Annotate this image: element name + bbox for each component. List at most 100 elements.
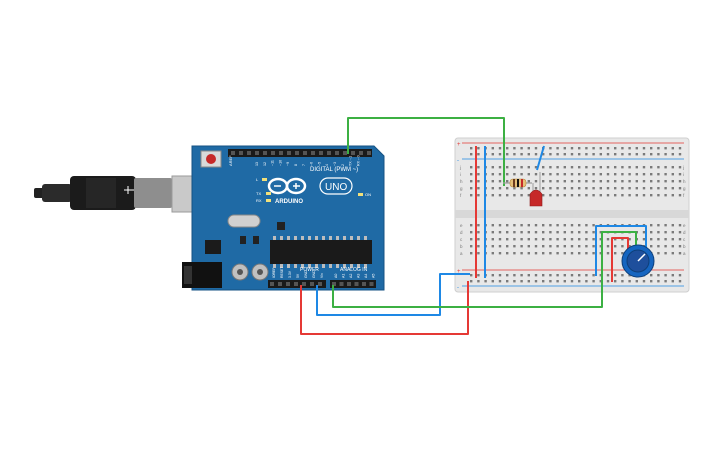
breadboard-hole[interactable] [606, 173, 610, 176]
breadboard-hole[interactable] [520, 173, 523, 176]
breadboard-hole[interactable] [650, 180, 653, 183]
breadboard-hole[interactable] [642, 166, 646, 169]
breadboard-hole[interactable] [578, 231, 581, 234]
breadboard-hole[interactable] [671, 173, 674, 176]
breadboard-hole[interactable] [671, 280, 674, 283]
breadboard-hole[interactable] [506, 245, 509, 248]
breadboard-hole[interactable] [585, 274, 588, 277]
breadboard-hole[interactable] [628, 153, 631, 156]
breadboard-hole[interactable] [506, 252, 509, 255]
breadboard-hole[interactable] [614, 194, 617, 197]
breadboard-hole[interactable] [542, 231, 545, 234]
breadboard-hole[interactable] [642, 153, 646, 156]
header-pin[interactable] [359, 151, 363, 155]
breadboard-hole[interactable] [606, 238, 610, 241]
breadboard-hole[interactable] [606, 252, 610, 255]
breadboard-hole[interactable] [520, 166, 523, 169]
breadboard-hole[interactable] [498, 280, 502, 283]
breadboard-hole[interactable] [678, 153, 682, 156]
breadboard-hole[interactable] [614, 187, 617, 190]
header-pin[interactable] [295, 151, 299, 155]
breadboard-hole[interactable] [642, 147, 646, 150]
breadboard-hole[interactable] [585, 187, 588, 190]
breadboard-hole[interactable] [664, 173, 667, 176]
breadboard-hole[interactable] [549, 180, 552, 183]
breadboard-hole[interactable] [513, 238, 516, 241]
header-pin[interactable] [354, 282, 359, 286]
breadboard-hole[interactable] [513, 147, 516, 150]
breadboard-hole[interactable] [563, 224, 566, 227]
breadboard-hole[interactable] [678, 147, 682, 150]
header-pin[interactable] [369, 282, 374, 286]
breadboard-hole[interactable] [542, 274, 545, 277]
breadboard-hole[interactable] [585, 231, 588, 234]
breadboard-hole[interactable] [506, 224, 509, 227]
breadboard-hole[interactable] [542, 280, 545, 283]
wire-blue-led-gnd[interactable] [536, 145, 545, 171]
breadboard-hole[interactable] [484, 280, 487, 283]
breadboard-hole[interactable] [534, 173, 538, 176]
breadboard-hole[interactable] [520, 280, 523, 283]
breadboard-hole[interactable] [585, 147, 588, 150]
breadboard-hole[interactable] [498, 166, 502, 169]
breadboard-hole[interactable] [614, 274, 617, 277]
breadboard-hole[interactable] [678, 194, 682, 197]
breadboard-hole[interactable] [513, 231, 516, 234]
breadboard-hole[interactable] [542, 252, 545, 255]
breadboard-hole[interactable] [599, 280, 602, 283]
breadboard-hole[interactable] [491, 147, 494, 150]
breadboard-hole[interactable] [527, 166, 530, 169]
breadboard-hole[interactable] [664, 187, 667, 190]
header-pin[interactable] [271, 151, 275, 155]
breadboard-hole[interactable] [606, 153, 610, 156]
breadboard-hole[interactable] [614, 173, 617, 176]
breadboard-hole[interactable] [520, 245, 523, 248]
breadboard-hole[interactable] [563, 245, 566, 248]
breadboard-hole[interactable] [570, 252, 574, 255]
breadboard-hole[interactable] [527, 280, 530, 283]
breadboard-hole[interactable] [599, 194, 602, 197]
breadboard-hole[interactable] [470, 274, 473, 277]
breadboard-hole[interactable] [671, 274, 674, 277]
breadboard-hole[interactable] [556, 252, 559, 255]
breadboard-hole[interactable] [556, 274, 559, 277]
breadboard-hole[interactable] [650, 147, 653, 150]
breadboard-hole[interactable] [592, 252, 595, 255]
breadboard-hole[interactable] [527, 147, 530, 150]
breadboard-hole[interactable] [477, 194, 480, 197]
breadboard-hole[interactable] [542, 238, 545, 241]
breadboard-hole[interactable] [570, 187, 574, 190]
header-pin[interactable] [327, 151, 331, 155]
wires[interactable] [300, 117, 647, 335]
header-pin[interactable] [279, 151, 283, 155]
breadboard-hole[interactable] [470, 252, 473, 255]
breadboard-hole[interactable] [585, 166, 588, 169]
breadboard-hole[interactable] [563, 238, 566, 241]
breadboard-hole[interactable] [477, 238, 480, 241]
breadboard-hole[interactable] [592, 238, 595, 241]
breadboard-hole[interactable] [621, 238, 624, 241]
breadboard-hole[interactable] [678, 252, 682, 255]
breadboard-hole[interactable] [498, 180, 502, 183]
breadboard-hole[interactable] [664, 238, 667, 241]
breadboard-hole[interactable] [635, 194, 638, 197]
breadboard-hole[interactable] [628, 245, 631, 248]
breadboard-hole[interactable] [585, 245, 588, 248]
breadboard-hole[interactable] [498, 173, 502, 176]
breadboard-hole[interactable] [599, 238, 602, 241]
breadboard-hole[interactable] [506, 166, 509, 169]
breadboard-hole[interactable] [527, 153, 530, 156]
breadboard-hole[interactable] [585, 194, 588, 197]
breadboard-hole[interactable] [621, 180, 624, 183]
breadboard-hole[interactable] [570, 280, 574, 283]
breadboard-hole[interactable] [671, 245, 674, 248]
breadboard-hole[interactable] [527, 173, 530, 176]
wire-blue-pot-gnd[interactable] [595, 225, 647, 276]
breadboard-hole[interactable] [506, 231, 509, 234]
breadboard-hole[interactable] [657, 166, 660, 169]
breadboard-hole[interactable] [491, 252, 494, 255]
breadboard-hole[interactable] [556, 173, 559, 176]
breadboard-hole[interactable] [642, 231, 646, 234]
breadboard-hole[interactable] [470, 166, 473, 169]
